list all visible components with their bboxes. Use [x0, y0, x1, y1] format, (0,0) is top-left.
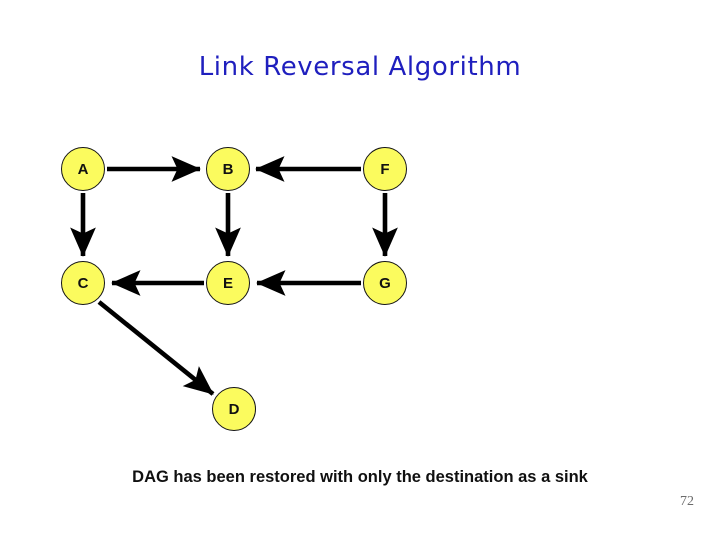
graph-node-f[interactable]: F [363, 147, 407, 191]
graph-node-b[interactable]: B [206, 147, 250, 191]
graph-node-d-label: D [228, 400, 240, 418]
graph-node-e-label: E [222, 274, 233, 292]
slide-caption: DAG has been restored with only the dest… [132, 468, 588, 486]
graph-node-f-label: F [380, 160, 390, 178]
graph-node-g-label: G [379, 274, 391, 292]
page-number: 72 [680, 494, 694, 509]
page-title: Link Reversal Algorithm [198, 52, 522, 82]
edge-c-to-d [97, 300, 215, 396]
graph-node-c[interactable]: C [61, 261, 105, 305]
graph-node-b-label: B [222, 160, 234, 178]
graph-node-c-label: C [77, 274, 89, 292]
graph-node-g[interactable]: G [363, 261, 407, 305]
graph-node-a[interactable]: A [61, 147, 105, 191]
graph-node-d[interactable]: D [212, 387, 256, 431]
graph-node-a-label: A [77, 160, 89, 178]
graph-node-e[interactable]: E [206, 261, 250, 305]
